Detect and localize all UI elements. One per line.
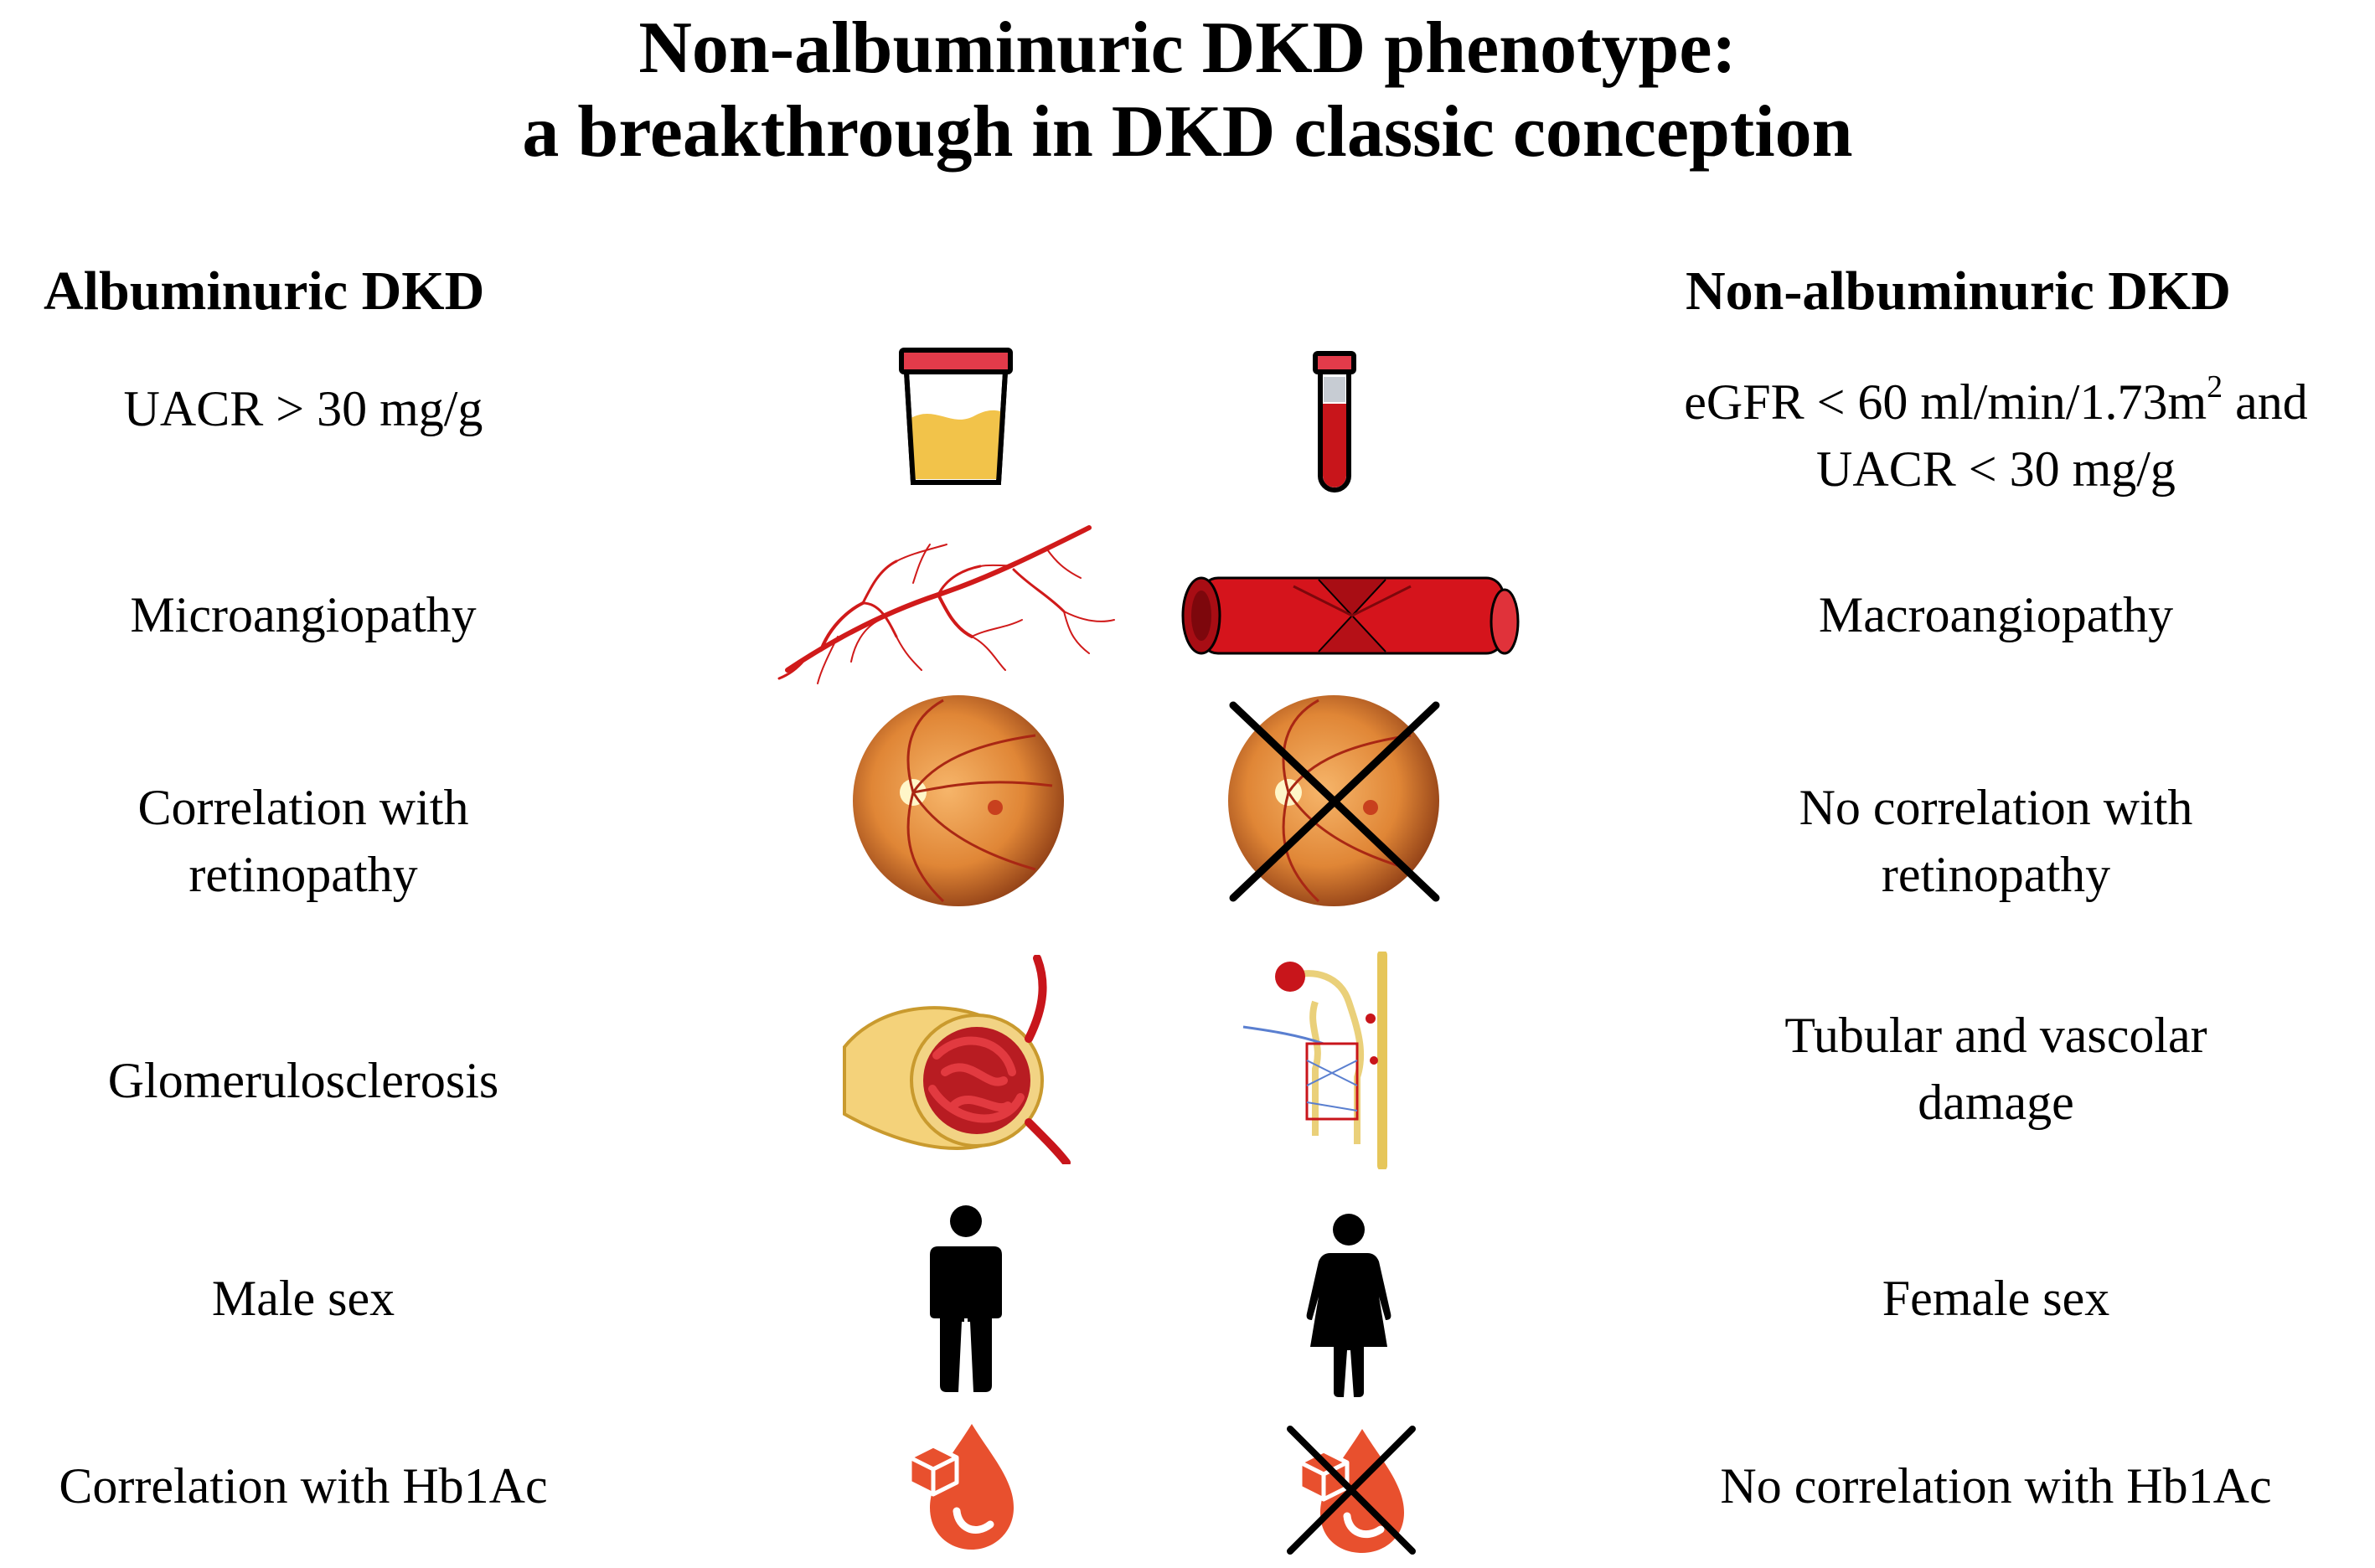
male-icon: [930, 1205, 1002, 1392]
column-header-right: Non-albuminuric DKD: [1686, 260, 2231, 322]
row-5-right-text: Female sex: [1882, 1271, 2110, 1326]
glucose-drop-icon: [907, 1424, 1014, 1550]
nephron-icon: [1242, 952, 1387, 1169]
row-5-left-text: Male sex: [211, 1271, 395, 1326]
retina-icon: [853, 695, 1064, 906]
title-line-1: Non-albuminuric DKD phenotype:: [638, 8, 1737, 89]
glomerulus-icon: [843, 955, 1071, 1164]
row-2-right-text: Macroangiopathy: [1818, 587, 2174, 642]
row-4-left-text: Glomerulosclerosis: [107, 1053, 499, 1108]
row-6-left-text: Correlation with Hb1Ac: [59, 1458, 548, 1514]
row-6-right-text: No correlation with Hb1Ac: [1720, 1458, 2272, 1514]
glucose-drop-crossed-icon: [1287, 1426, 1416, 1555]
title-line-2: a breakthrough in DKD classic conception: [522, 91, 1853, 173]
column-header-left: Albuminuric DKD: [44, 260, 485, 322]
retina-crossed-icon: [1228, 695, 1440, 906]
row-3-right-text: No correlation with retinopathy: [1799, 780, 2193, 902]
row-1-right-text: eGFR < 60 ml/min/1.73m2 and UACR < 30 mg…: [1684, 369, 2308, 497]
urine-cup-icon: [899, 348, 1013, 485]
row-1-left-text: UACR > 30 mg/g: [123, 381, 483, 436]
row-3-left-text: Correlation with retinopathy: [137, 780, 469, 902]
blood-tube-icon: [1313, 351, 1356, 493]
capillaries-icon: [777, 525, 1115, 684]
artery-icon: [1181, 576, 1520, 655]
row-2-left-text: Microangiopathy: [130, 587, 477, 642]
row-4-right-text: Tubular and vascolar damage: [1784, 1008, 2207, 1130]
female-icon: [1306, 1214, 1391, 1397]
